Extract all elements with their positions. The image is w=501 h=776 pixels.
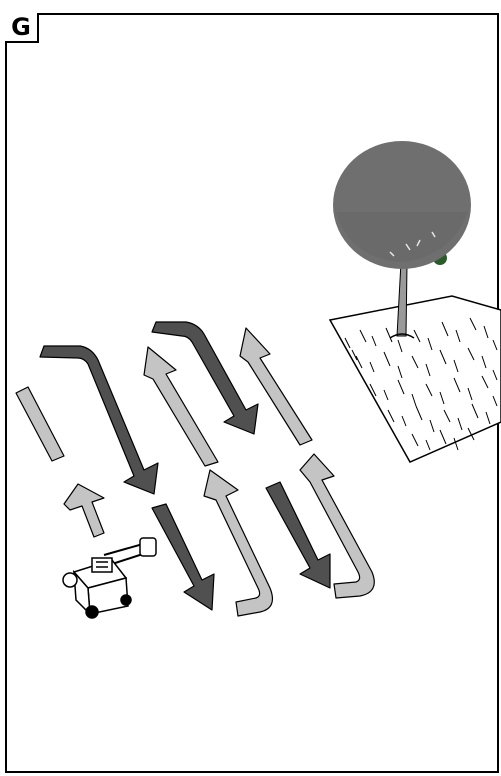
lawn-mower-icon	[62, 537, 157, 619]
dark-arrow-down	[151, 321, 259, 435]
light-arrow-up	[143, 346, 219, 467]
light-arrow-uturn	[299, 453, 375, 599]
grass-patch-icon	[328, 295, 501, 463]
dark-arrow-down	[151, 503, 215, 611]
dark-arrow-down	[39, 345, 159, 495]
light-arrow-uturn	[203, 469, 273, 617]
tree-icon	[333, 141, 471, 339]
mowing-direction-arrows	[15, 321, 375, 617]
dark-arrow-down	[265, 481, 331, 589]
light-arrow-up	[239, 327, 313, 446]
panel-label: G	[5, 13, 39, 43]
light-arrow-up	[63, 483, 105, 538]
light-arrow-segment	[15, 386, 65, 462]
